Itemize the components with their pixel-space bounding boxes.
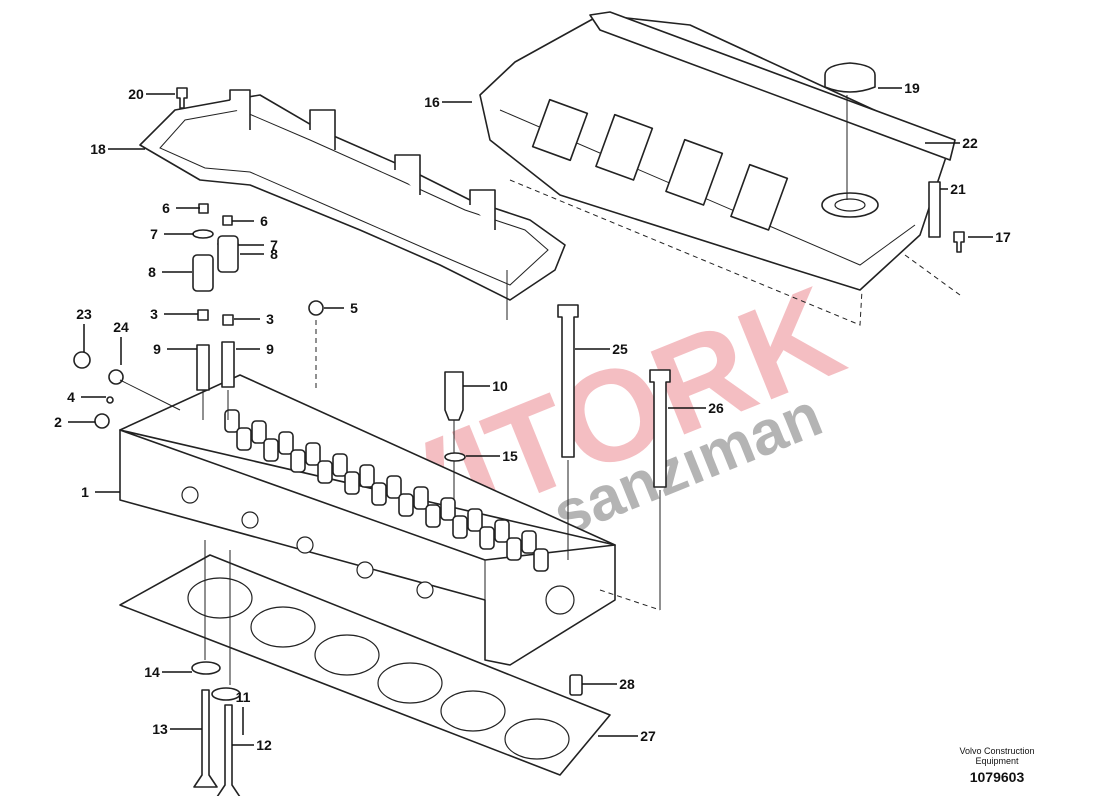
valve-spring: [440, 497, 456, 521]
callout-25: 25: [612, 341, 628, 357]
dowel-pin: [928, 181, 941, 238]
valve-spring: [359, 464, 375, 488]
callout-6: 6: [162, 200, 170, 216]
callout-3: 3: [150, 306, 158, 322]
credit-company-line2: Equipment: [975, 756, 1019, 766]
callout-9: 9: [266, 341, 274, 357]
oil-filler-cap: [824, 62, 876, 93]
valve-spring: [236, 427, 252, 451]
washer-24: [108, 369, 124, 385]
valve-spring: [278, 431, 294, 455]
plug-4: [106, 396, 114, 404]
callout-10: 10: [492, 378, 508, 394]
valve-springs: [224, 409, 549, 572]
valve-13: [193, 689, 218, 788]
screw-20: [176, 87, 188, 109]
drawing-number: 1079603: [969, 769, 1025, 785]
callout-6: 6: [260, 213, 268, 229]
callout-24: 24: [113, 319, 129, 335]
valve-spring: [317, 460, 333, 484]
callout-20: 20: [128, 86, 144, 102]
valve-seal-14: [191, 661, 221, 675]
callout-28: 28: [619, 676, 635, 692]
callout-3: 3: [266, 311, 274, 327]
valve-spring: [398, 493, 414, 517]
valve-spring: [344, 471, 360, 495]
valve-spring: [533, 548, 549, 572]
cylinder-head-bolt-long: [557, 304, 579, 458]
callout-12: 12: [256, 737, 272, 753]
valve-spring: [251, 420, 267, 444]
callout-16: 16: [424, 94, 440, 110]
cylinder-head-bolt: [649, 369, 671, 488]
valve-spring: [494, 519, 510, 543]
callout-15: 15: [502, 448, 518, 464]
valve-spring: [521, 530, 537, 554]
callout-5: 5: [350, 300, 358, 316]
dowel-sleeve: [569, 674, 583, 696]
valve-spring: [452, 515, 468, 539]
callout-22: 22: [962, 135, 978, 151]
callout-17: 17: [995, 229, 1011, 245]
callout-1: 1: [81, 484, 89, 500]
o-ring: [444, 452, 466, 462]
valve-spring: [425, 504, 441, 528]
valve-spring: [305, 442, 321, 466]
valve-spring: [332, 453, 348, 477]
callout-2: 2: [54, 414, 62, 430]
valve-spring: [413, 486, 429, 510]
callout-8: 8: [148, 264, 156, 280]
callout-4: 4: [67, 389, 75, 405]
valve-train-right: [217, 215, 239, 420]
valve-spring: [263, 438, 279, 462]
valve-spring: [371, 482, 387, 506]
valve-spring: [479, 526, 495, 550]
callout-14: 14: [144, 664, 160, 680]
valve-cover: [479, 11, 956, 291]
valve-train-left: [192, 203, 214, 420]
valve-spring: [467, 508, 483, 532]
valve-spring: [290, 449, 306, 473]
screw: [953, 231, 965, 253]
credit-block: Volvo Construction Equipment 1079603: [942, 746, 1052, 785]
callout-18: 18: [90, 141, 106, 157]
valve-12: [216, 704, 241, 796]
callout-23: 23: [76, 306, 92, 322]
seal-5: [308, 300, 324, 316]
valve-spring: [224, 409, 240, 433]
callout-19: 19: [904, 80, 920, 96]
valve-seal-11: [211, 687, 241, 701]
callout-21: 21: [950, 181, 966, 197]
callout-9: 9: [153, 341, 161, 357]
cylinder-head-gasket: [119, 554, 611, 776]
callout-11: 11: [236, 689, 251, 705]
valve-cover-gasket: [139, 89, 566, 301]
injector-sleeve: [444, 371, 464, 421]
valve-spring: [386, 475, 402, 499]
callout-27: 27: [640, 728, 656, 744]
callout-7: 7: [150, 226, 158, 242]
callout-26: 26: [708, 400, 724, 416]
valve-spring: [506, 537, 522, 561]
credit-company: Volvo Construction: [959, 746, 1035, 756]
plug-23: [73, 351, 91, 369]
callout-13: 13: [152, 721, 168, 737]
plug-2: [94, 413, 110, 429]
callout-7: 7: [270, 237, 278, 253]
callout-8: 8: [270, 246, 278, 262]
